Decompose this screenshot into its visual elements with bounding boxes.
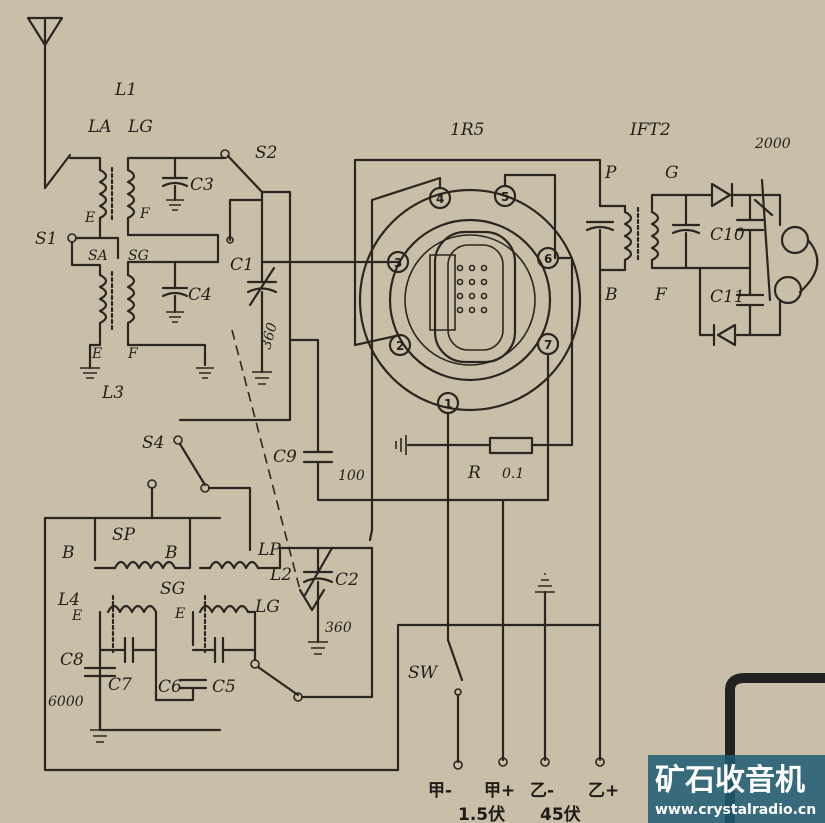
label-f3: F: [654, 285, 668, 305]
earphone-icon: [773, 225, 819, 305]
label-g: G: [665, 163, 679, 183]
label-sg2: SG: [160, 579, 185, 599]
label-c5: C5: [212, 677, 236, 697]
pin-1-label: 1: [444, 397, 452, 411]
label-c2-value: 360: [325, 620, 352, 636]
label-f2: F: [127, 346, 139, 362]
label-b1: B: [604, 285, 618, 305]
label-l4: L4: [57, 590, 80, 610]
label-e1: E: [84, 210, 95, 226]
label-l1: L1: [114, 80, 137, 100]
label-r-value: 0.1: [502, 466, 524, 482]
label-2000: 2000: [754, 136, 791, 152]
label-la: LA: [87, 117, 112, 137]
pin-5-label: 5: [501, 190, 509, 204]
label-tube-type: 1R5: [450, 120, 484, 140]
switch-s1: [67, 233, 102, 243]
label-c7: C7: [108, 675, 132, 695]
component-labels: L1 LA LG C3 S2 S1 E F SA SG C4 C1 360 E …: [35, 80, 791, 710]
label-b-plus: 乙+: [588, 781, 619, 801]
label-s2: S2: [255, 143, 277, 163]
ift2-transformer: [585, 188, 752, 642]
tube-1r5: [358, 188, 582, 412]
label-e2: E: [91, 346, 102, 362]
label-b-minus: 乙-: [530, 781, 554, 801]
watermark: 矿石收音机 www.crystalradio.cn: [648, 673, 825, 823]
label-sg1: SG: [128, 248, 149, 264]
label-s1: S1: [35, 229, 57, 249]
battery-terminals: [453, 498, 605, 770]
pin-2-label: 2: [396, 339, 404, 353]
watermark-url: www.crystalradio.cn: [655, 802, 816, 818]
label-volt-a: 1.5伏: [458, 804, 505, 823]
label-lg2: LG: [254, 597, 280, 617]
label-l3: L3: [101, 383, 124, 403]
power-switch-sw: [446, 638, 464, 764]
label-c6: C6: [158, 677, 182, 697]
capacitor-c9: [288, 338, 334, 464]
label-p: P: [604, 163, 617, 183]
label-c1: C1: [230, 255, 254, 275]
pin-4-label: 4: [436, 192, 444, 206]
variable-capacitor-c1: [246, 198, 402, 385]
label-sp: SP: [112, 525, 136, 545]
label-e3: E: [71, 608, 82, 624]
label-l2: L2: [269, 565, 292, 585]
capacitors-c5-c8: [83, 636, 257, 743]
label-a-minus: 甲-: [428, 781, 452, 801]
input-coils-l1: [68, 156, 227, 264]
pin-7-label: 7: [544, 338, 552, 352]
coils-l3: [70, 240, 220, 379]
label-s4: S4: [142, 433, 164, 453]
label-ift2: IFT2: [629, 120, 671, 140]
switch-s4: [147, 435, 252, 552]
label-c1-value: 360: [258, 321, 280, 351]
watermark-name: 矿石收音机: [655, 763, 805, 798]
label-lg: LG: [127, 117, 153, 137]
oscillator-switch: [250, 546, 374, 702]
label-c4: C4: [188, 285, 212, 305]
label-c9: C9: [273, 447, 297, 467]
tube-wiring: [316, 158, 602, 642]
label-lp: LP: [257, 540, 281, 560]
variable-capacitor-c2: [231, 329, 334, 655]
label-c11: C11: [710, 287, 745, 307]
label-sa: SA: [88, 248, 108, 264]
oscillator-coils-l4: [43, 516, 602, 772]
pin-6-label: 6: [544, 252, 552, 266]
switch-s2: [178, 149, 292, 422]
label-c3: C3: [190, 175, 214, 195]
detector-stage: [698, 178, 782, 347]
label-c8: C8: [60, 650, 84, 670]
label-6000: 6000: [48, 694, 84, 710]
label-e4: E: [174, 606, 185, 622]
label-a-plus: 甲+: [484, 781, 515, 801]
label-volt-b: 45伏: [540, 804, 581, 823]
antenna-symbol: [26, 16, 72, 190]
label-c2: C2: [335, 570, 359, 590]
label-r: R: [467, 463, 481, 483]
resistor-r: [395, 435, 574, 455]
label-b2: B: [61, 543, 75, 563]
label-c10: C10: [710, 225, 745, 245]
label-f1: F: [139, 206, 151, 222]
label-c9-value: 100: [338, 468, 365, 484]
label-b3: B: [164, 543, 178, 563]
terminal-labels: 甲- 甲+ 乙- 乙+ 1.5伏 45伏: [428, 781, 619, 823]
pin-3-label: 3: [394, 256, 402, 270]
label-sw: SW: [408, 663, 439, 683]
